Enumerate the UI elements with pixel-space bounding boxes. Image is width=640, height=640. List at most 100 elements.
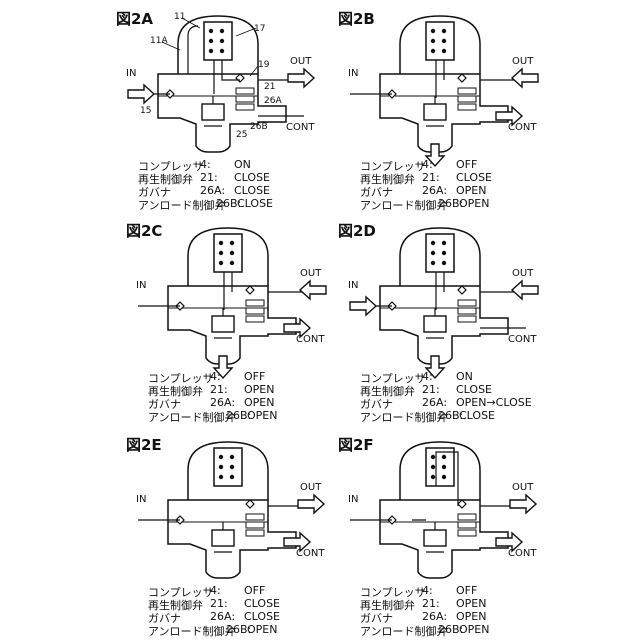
reference-numeral: 11 [174, 12, 185, 22]
inlet-arrow-icon [350, 297, 376, 315]
desiccant-dot [442, 261, 446, 265]
check-valve-icon [236, 74, 244, 82]
flow-path [436, 60, 444, 98]
desiccant-dot [431, 49, 435, 53]
port-label-in: IN [136, 280, 146, 291]
check-valve-icon [458, 500, 466, 508]
outlet-arrow-icon [300, 281, 326, 299]
spring-element [458, 104, 476, 110]
desiccant-dot [230, 475, 234, 479]
desiccant-dot [209, 39, 213, 43]
desiccant-dot [220, 49, 224, 53]
status-value: OPEN [244, 396, 274, 409]
exhaust-valve-block [212, 316, 234, 332]
desiccant-dot [230, 465, 234, 469]
desiccant-dot [442, 29, 446, 33]
figure-title: 図2C [126, 220, 162, 241]
spring-element [458, 96, 476, 102]
port-label-cont: CONT [296, 548, 324, 559]
desiccant-dot [431, 241, 435, 245]
status-ref: 26A: [210, 610, 235, 623]
flow-path [188, 26, 198, 74]
reference-numeral: 15 [140, 106, 151, 116]
status-ref: 4: [422, 584, 433, 597]
figure-2C [138, 228, 326, 378]
spring-element [458, 308, 476, 314]
desiccant-dot [431, 261, 435, 265]
status-value: OPEN [456, 184, 486, 197]
status-name: アンロード制御弁 [360, 409, 448, 425]
status-value: OPEN [459, 623, 489, 636]
port-label-cont: CONT [296, 334, 324, 345]
status-value: CLOSE [456, 171, 492, 184]
spring-element [246, 316, 264, 322]
check-valve-icon [458, 286, 466, 294]
exhaust-valve-block [424, 316, 446, 332]
desiccant-dot [209, 49, 213, 53]
desiccant-dot [442, 455, 446, 459]
status-ref: 21: [210, 383, 228, 396]
exhaust-valve-block [424, 530, 446, 546]
status-value: CLOSE [237, 197, 273, 210]
desiccant-dot [442, 475, 446, 479]
status-value: OFF [244, 584, 265, 597]
figure-2D [350, 228, 538, 378]
port-label-out: OUT [300, 482, 321, 493]
desiccant-cartridge [426, 234, 454, 272]
status-value: CLOSE [456, 383, 492, 396]
status-ref: 21: [422, 597, 440, 610]
desiccant-cartridge [214, 448, 242, 486]
spring-element [246, 300, 264, 306]
status-value: OPEN [247, 409, 277, 422]
spring-element [236, 96, 254, 102]
status-ref: 21: [210, 597, 228, 610]
desiccant-dot [431, 475, 435, 479]
check-valve-icon [246, 286, 254, 294]
port-label-out: OUT [512, 268, 533, 279]
port-label-out: OUT [290, 56, 311, 67]
desiccant-cartridge [204, 22, 232, 60]
figure-2B [350, 16, 538, 166]
status-ref: 21: [200, 171, 218, 184]
desiccant-dot [219, 475, 223, 479]
status-ref: 26A: [422, 396, 447, 409]
spring-element [236, 104, 254, 110]
spring-element [458, 316, 476, 322]
desiccant-dot [442, 251, 446, 255]
inlet-arrow-icon [128, 85, 154, 103]
reference-numeral: 25 [236, 130, 247, 140]
port-label-out: OUT [512, 482, 533, 493]
status-ref: 4: [210, 584, 221, 597]
spring-element [458, 300, 476, 306]
reference-numeral: 21 [264, 82, 275, 92]
desiccant-dot [431, 465, 435, 469]
desiccant-dot [220, 39, 224, 43]
desiccant-dot [219, 455, 223, 459]
check-valve-icon [458, 74, 466, 82]
status-value: ON [456, 370, 473, 383]
status-value: OPEN→CLOSE [456, 396, 532, 409]
desiccant-dot [219, 251, 223, 255]
spring-element [246, 514, 264, 520]
outlet-arrow-icon [510, 495, 536, 513]
figure-title: 図2D [338, 220, 376, 241]
desiccant-dot [431, 29, 435, 33]
status-name: アンロード制御弁 [138, 197, 226, 213]
outlet-arrow-icon [298, 495, 324, 513]
spring-element [458, 522, 476, 528]
status-value: CLOSE [234, 184, 270, 197]
spring-element [458, 514, 476, 520]
status-ref: 4: [422, 370, 433, 383]
spring-element [458, 530, 476, 536]
check-valve-icon [246, 500, 254, 508]
status-name: アンロード制御弁 [360, 197, 448, 213]
status-name: アンロード制御弁 [360, 623, 448, 639]
desiccant-dot [431, 39, 435, 43]
reference-numeral: 11A [150, 36, 168, 46]
port-label-cont: CONT [286, 122, 314, 133]
desiccant-dot [230, 261, 234, 265]
port-label-cont: CONT [508, 122, 536, 133]
port-label-in: IN [126, 68, 136, 79]
